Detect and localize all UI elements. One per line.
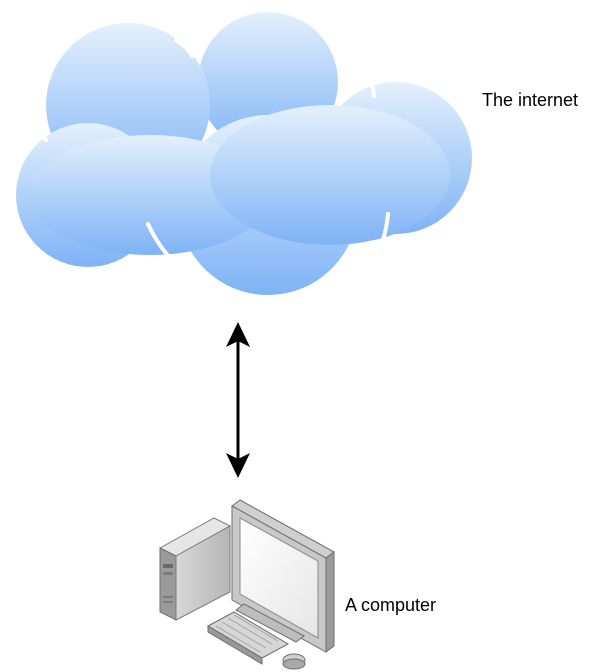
cloud-icon — [16, 12, 472, 295]
monitor — [231, 499, 335, 653]
arrow-head-down — [226, 453, 250, 478]
mouse — [282, 653, 306, 670]
cloud-node[interactable]: The internet — [16, 12, 578, 295]
computer-node[interactable]: A computer — [158, 499, 436, 670]
connection-arrow — [226, 322, 250, 478]
cloud-label: The internet — [482, 90, 578, 110]
computer-label: A computer — [345, 595, 436, 615]
arrow-head-up — [226, 322, 250, 347]
keyboard — [206, 611, 290, 665]
tower-case — [158, 517, 232, 621]
desktop-computer-icon — [158, 499, 335, 670]
